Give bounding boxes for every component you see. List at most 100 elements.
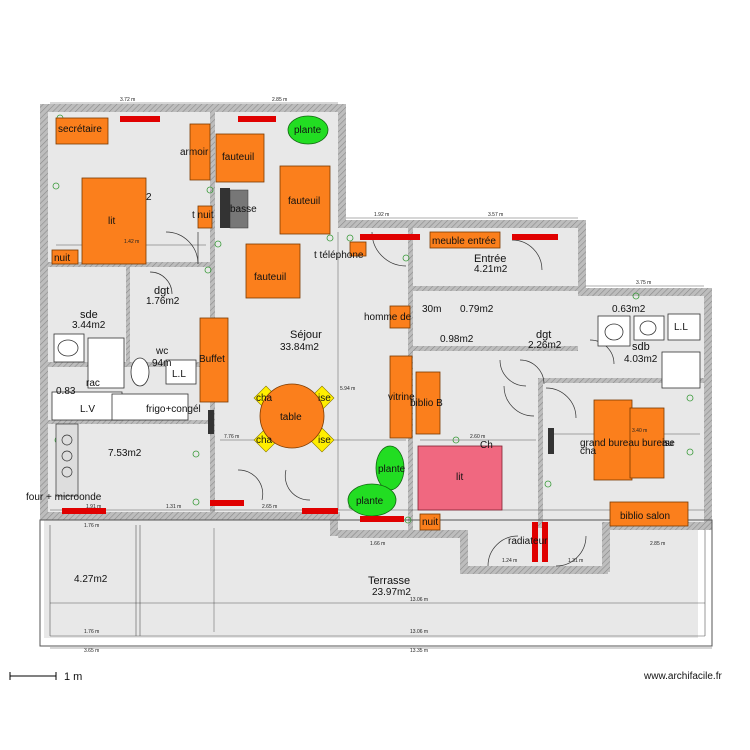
label-chambre: Ch bbox=[480, 440, 493, 451]
dim-bottom-3: 2.65 m bbox=[262, 504, 277, 510]
dim-bottom-7: 2.85 m bbox=[650, 541, 665, 547]
dim-bottom-5: 1.24 m bbox=[502, 558, 517, 564]
label-chaise2: ise bbox=[318, 393, 331, 404]
coffee-table bbox=[229, 189, 249, 229]
label-telephone: t téléphone bbox=[314, 250, 364, 261]
label-plante1: plante bbox=[294, 125, 322, 136]
furniture-labels: secrétaire armoir lit 2 nuit t nuit bass… bbox=[26, 124, 688, 547]
label-plante3: plante bbox=[356, 496, 384, 507]
secretaire-desk bbox=[55, 117, 109, 145]
room-area-sejour: 33.84m2 bbox=[280, 342, 319, 353]
dim-terrace-1: 1.76 m bbox=[84, 523, 99, 529]
dim-chambre: 2.60 m bbox=[470, 434, 485, 440]
toilet bbox=[130, 357, 150, 387]
room-area-terrace-small: 4.27m2 bbox=[74, 574, 108, 585]
nightstand-2 bbox=[197, 205, 213, 229]
entry-furniture bbox=[429, 231, 501, 249]
dim-bottom-1: 1.91 m bbox=[86, 504, 101, 510]
room-area-small1: 0.83 bbox=[56, 386, 76, 397]
label-meuble-entree: meuble entrée bbox=[432, 236, 496, 247]
dim-terrace-2: 13.06 m bbox=[410, 597, 428, 603]
scale-label: 1 m bbox=[64, 671, 82, 683]
label-buffet: Buffet bbox=[199, 354, 225, 365]
dim-bottom-6: 1.31 m bbox=[568, 558, 583, 564]
label-chaise1: cha bbox=[256, 393, 273, 404]
label-secretaire: secrétaire bbox=[58, 124, 102, 135]
room-name-wc: wc bbox=[155, 346, 168, 357]
room-labels: Séjour 33.84m2 Entrée 4.21m2 sde 3.44m2 … bbox=[56, 253, 658, 598]
room-area-dgt1: 1.76m2 bbox=[146, 296, 180, 307]
label-lit1: lit bbox=[108, 216, 115, 227]
label-nuit1: nuit bbox=[54, 253, 70, 264]
dim-right: 3.75 m bbox=[636, 280, 651, 286]
stove bbox=[55, 423, 79, 497]
dim-bed: 1.42 m bbox=[124, 239, 139, 245]
nightstand-1 bbox=[51, 249, 79, 265]
dim-entry-1: 1.92 m bbox=[374, 212, 389, 218]
plant-1 bbox=[287, 115, 329, 145]
watermark: www.archifacile.fr bbox=[643, 671, 722, 682]
dishwasher bbox=[51, 391, 123, 421]
phone-table bbox=[349, 241, 367, 257]
room-area-entree: 4.21m2 bbox=[474, 264, 508, 275]
coat-stand bbox=[389, 305, 411, 329]
label-ll1: L.L bbox=[172, 369, 186, 380]
label-biblio-b: biblio B bbox=[410, 398, 443, 409]
label-chaise6: ise bbox=[662, 438, 675, 449]
label-biblio-salon: biblio salon bbox=[620, 511, 670, 522]
desk bbox=[629, 407, 665, 479]
armchair-2 bbox=[279, 165, 331, 235]
furniture bbox=[51, 115, 701, 562]
dimension-labels: 3.72 m 2.85 m 1.92 m 3.57 m 3.75 m 1.42 … bbox=[84, 97, 665, 654]
shower bbox=[87, 337, 125, 389]
dim-top-1: 3.72 m bbox=[120, 97, 135, 103]
label-grand-bureau: grand bureau bbox=[580, 438, 640, 449]
room-name-entree: Entrée bbox=[474, 253, 506, 265]
display-cabinet bbox=[389, 355, 413, 439]
label-bureau: bureau bbox=[642, 438, 673, 449]
bed-2 bbox=[417, 445, 503, 511]
dim-sejour-v: 5.94 m bbox=[340, 386, 355, 392]
label-homme: homme de bbox=[364, 312, 412, 323]
shower-2 bbox=[661, 351, 701, 389]
room-area-small5: 30m bbox=[422, 304, 441, 315]
bed-1 bbox=[81, 177, 147, 265]
label-plante2: plante bbox=[378, 464, 406, 475]
room-area-sdb: 4.03m2 bbox=[624, 354, 658, 365]
room-name-sejour: Séjour bbox=[290, 329, 322, 341]
dim-bureau: 3.40 m bbox=[632, 428, 647, 434]
bookcase-b bbox=[415, 371, 441, 435]
label-nuit2: nuit bbox=[422, 517, 438, 528]
room-name-dgt1: dgt bbox=[154, 285, 169, 297]
label-frigo: frigo+congél bbox=[146, 404, 201, 415]
room-area-small4: 0.63m2 bbox=[612, 304, 646, 315]
room-name-sde: sde bbox=[80, 309, 98, 321]
label-tnuit: t nuit bbox=[192, 210, 214, 221]
label-vitrine: vitrine bbox=[388, 392, 415, 403]
room-area-dgt2: 2.26m2 bbox=[528, 340, 562, 351]
dim-top-2: 2.85 m bbox=[272, 97, 287, 103]
dim-sejour-h: 7.76 m bbox=[224, 434, 239, 440]
armchair-1 bbox=[215, 133, 265, 183]
label-four: four + microonde bbox=[26, 492, 102, 503]
label-basse: basse bbox=[230, 204, 257, 215]
fridge bbox=[111, 393, 189, 421]
room-name-sdb: sdb bbox=[632, 341, 650, 353]
nightstand-3 bbox=[419, 513, 441, 531]
label-ll2: L.L bbox=[674, 322, 688, 333]
label-chaise5: cha bbox=[580, 446, 597, 457]
dim-terrace-3: 1.76 m bbox=[84, 629, 99, 635]
sideboard bbox=[199, 317, 229, 403]
doors bbox=[57, 231, 615, 567]
room-name-terrasse: Terrasse bbox=[368, 575, 410, 587]
dim-terrace-6: 13.35 m bbox=[410, 648, 428, 654]
label-num2: 2 bbox=[146, 192, 152, 203]
label-lit2: lit bbox=[456, 472, 463, 483]
dim-terrace-5: 3.65 m bbox=[84, 648, 99, 654]
wardrobe bbox=[189, 123, 211, 181]
washing-machine bbox=[165, 359, 197, 385]
room-area-small3: 0.98m2 bbox=[440, 334, 474, 345]
armchair-3 bbox=[245, 243, 301, 299]
label-armoire: armoir bbox=[180, 147, 209, 158]
